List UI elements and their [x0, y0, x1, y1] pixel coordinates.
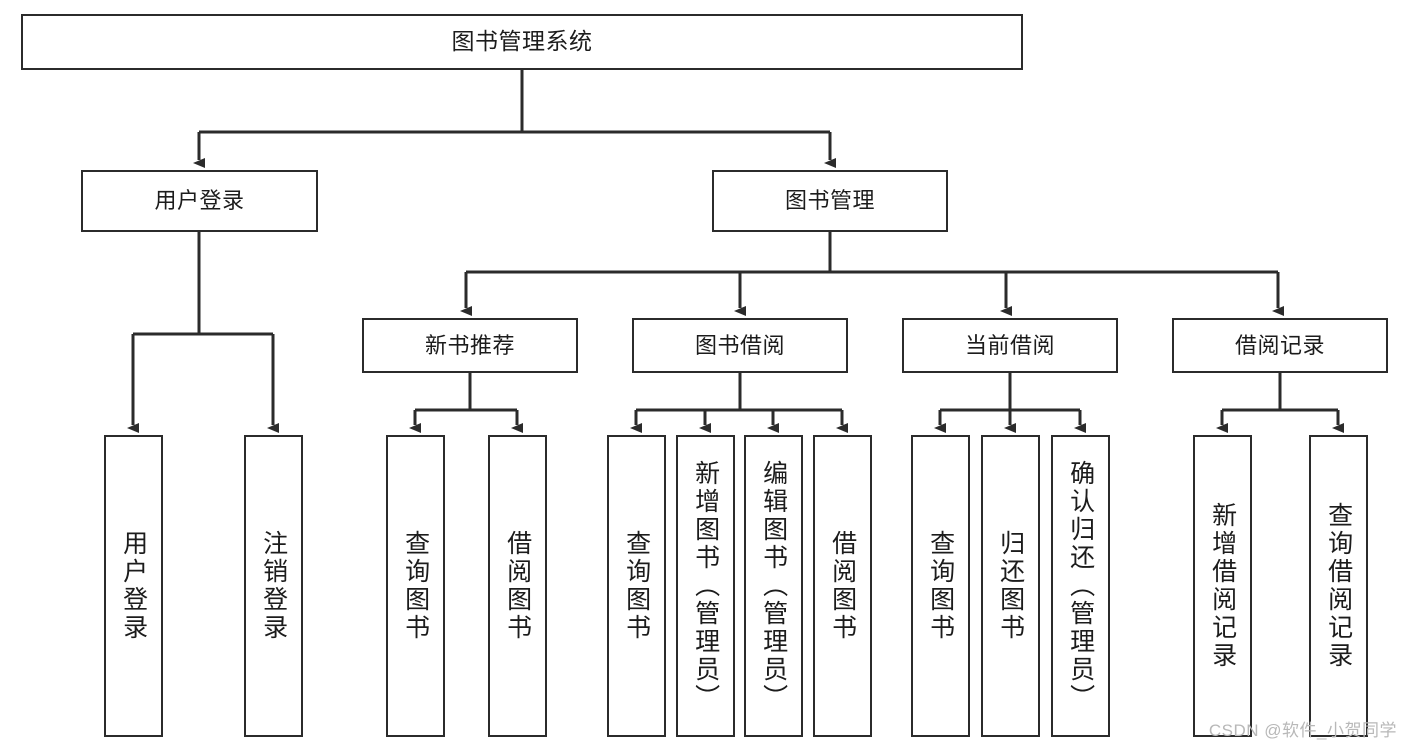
node-label: 确认归还（管理员）	[1066, 460, 1095, 712]
node-label: 新书推荐	[424, 332, 515, 358]
leaf-borrow-books-recommend[interactable]: 借阅图书	[488, 435, 547, 737]
node-label: 注销登录	[259, 530, 288, 642]
node-label: 借阅记录	[1234, 332, 1325, 358]
node-label: 查询图书	[622, 530, 651, 642]
node-label: 当前借阅	[964, 332, 1055, 358]
node-label: 查询图书	[401, 530, 430, 642]
node-root-book-management-system[interactable]: 图书管理系统	[21, 14, 1023, 70]
node-label: 查询图书	[926, 530, 955, 642]
leaf-add-book-admin[interactable]: 新增图书（管理员）	[676, 435, 735, 737]
node-book-management[interactable]: 图书管理	[712, 170, 948, 232]
node-label: 借阅图书	[503, 530, 532, 642]
node-label: 查询借阅记录	[1324, 502, 1353, 670]
node-label: 归还图书	[996, 530, 1025, 642]
node-current-borrowing[interactable]: 当前借阅	[902, 318, 1118, 373]
node-label: 新增借阅记录	[1208, 502, 1237, 670]
node-book-borrowing[interactable]: 图书借阅	[632, 318, 848, 373]
node-label: 图书管理系统	[451, 28, 593, 55]
node-label: 借阅图书	[828, 530, 857, 642]
node-label: 图书管理	[784, 188, 875, 214]
node-label: 用户登录	[154, 188, 245, 214]
node-label: 编辑图书（管理员）	[759, 460, 788, 712]
node-label: 图书借阅	[694, 332, 785, 358]
leaf-return-books[interactable]: 归还图书	[981, 435, 1040, 737]
leaf-logout[interactable]: 注销登录	[244, 435, 303, 737]
leaf-user-login[interactable]: 用户登录	[104, 435, 163, 737]
leaf-add-borrow-record[interactable]: 新增借阅记录	[1193, 435, 1252, 737]
leaf-query-borrow-record[interactable]: 查询借阅记录	[1309, 435, 1368, 737]
node-label: 用户登录	[119, 530, 148, 642]
csdn-watermark: CSDN @软件_小贺同学	[1208, 721, 1397, 740]
leaf-confirm-return-admin[interactable]: 确认归还（管理员）	[1051, 435, 1110, 737]
leaf-query-books-borrow[interactable]: 查询图书	[607, 435, 666, 737]
node-user-login[interactable]: 用户登录	[81, 170, 318, 232]
node-label: 新增图书（管理员）	[691, 460, 720, 712]
leaf-query-books-current[interactable]: 查询图书	[911, 435, 970, 737]
leaf-query-books-recommend[interactable]: 查询图书	[386, 435, 445, 737]
node-borrowing-records[interactable]: 借阅记录	[1172, 318, 1388, 373]
leaf-edit-book-admin[interactable]: 编辑图书（管理员）	[744, 435, 803, 737]
node-new-book-recommendation[interactable]: 新书推荐	[362, 318, 578, 373]
leaf-borrow-books[interactable]: 借阅图书	[813, 435, 872, 737]
